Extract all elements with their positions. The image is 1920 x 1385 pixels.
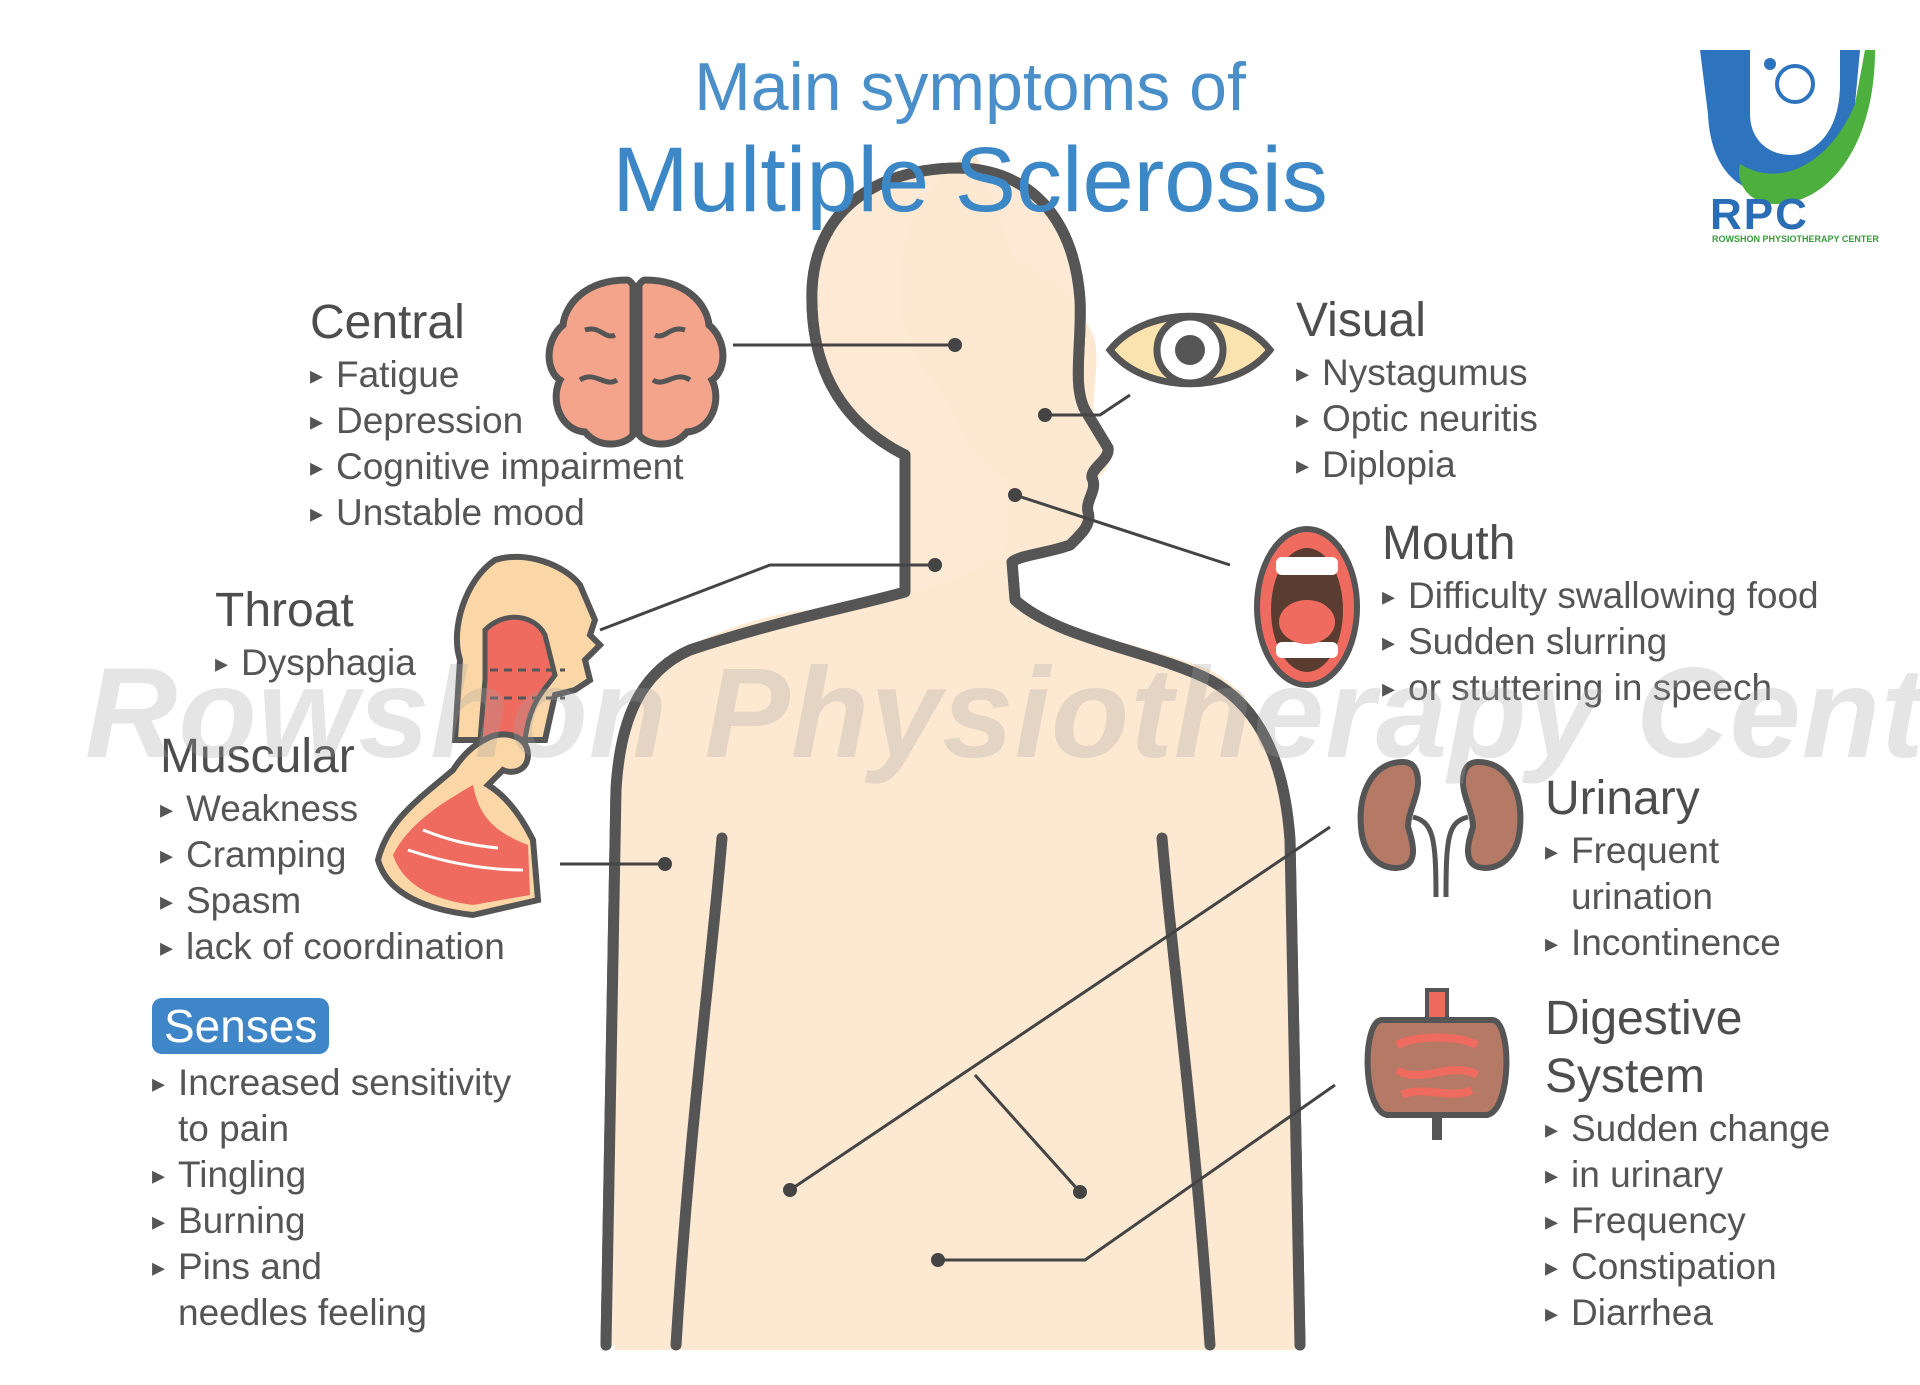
connector-dots	[658, 338, 1087, 1267]
eye-icon	[1105, 312, 1275, 388]
list-item: Diarrhea	[1545, 1290, 1830, 1336]
list-item: Sudden change	[1545, 1106, 1830, 1152]
list-item: to pain	[178, 1108, 290, 1149]
heading-senses-badge: Senses	[152, 998, 330, 1054]
list-item: Frequent	[1545, 828, 1781, 874]
list-item: Unstable mood	[310, 490, 684, 536]
list-item: in urinary	[1545, 1152, 1830, 1198]
heading-muscular: Muscular	[160, 730, 355, 783]
throat-icon	[451, 553, 605, 743]
heading-digestive-line1: Digestive	[1545, 992, 1743, 1045]
heading-visual: Visual	[1296, 294, 1426, 347]
list-item: Burning	[152, 1198, 511, 1244]
list-item: Cramping	[160, 832, 505, 878]
list-item: Fatigue	[310, 352, 684, 398]
watermark: Rowshon Physiotherapy Center	[85, 642, 1920, 785]
logo-subtitle: ROWSHON PHYSIOTHERAPY CENTER	[1712, 234, 1879, 244]
list-item: Sudden slurring	[1382, 619, 1819, 665]
group-urinary: Urinary Frequent urination Incontinence	[1545, 770, 1781, 966]
list-item: Difficulty swallowing food	[1382, 573, 1819, 619]
list-item: Optic neuritis	[1296, 396, 1538, 442]
title-line-2: Multiple Sclerosis	[612, 129, 1328, 231]
mouth-icon	[1254, 526, 1360, 688]
left-arm-line	[670, 832, 728, 1351]
group-central: Central Fatigue Depression Cognitive imp…	[310, 294, 684, 536]
list-item: needles feeling	[178, 1292, 427, 1333]
group-senses: Senses Increased sensitivity to pain Tin…	[152, 998, 511, 1336]
heading-central: Central	[310, 296, 465, 349]
list-item: Frequency	[1545, 1198, 1830, 1244]
list-item: Constipation	[1545, 1244, 1830, 1290]
list-item: Weakness	[160, 786, 505, 832]
list-item: Pins and	[152, 1244, 511, 1290]
list-item: lack of coordination	[160, 924, 505, 970]
group-throat: Throat Dysphagia	[215, 582, 416, 686]
right-arm-line	[1156, 832, 1216, 1351]
intestine-icon	[1364, 988, 1510, 1140]
list-item: urination	[1571, 876, 1713, 917]
title-line-1: Main symptoms of	[694, 49, 1246, 125]
group-digestive: Digestive System Sudden change in urinar…	[1545, 990, 1830, 1336]
list-item: Incontinence	[1545, 920, 1781, 966]
group-mouth: Mouth Difficulty swallowing food Sudden …	[1382, 515, 1819, 711]
logo-text: RPC	[1710, 190, 1809, 239]
group-visual: Visual Nystagumus Optic neuritis Diplopi…	[1296, 292, 1538, 488]
list-item: or stuttering in speech	[1382, 665, 1819, 711]
logo-graphic	[1700, 50, 1875, 204]
connector-lines	[560, 343, 1336, 1262]
kidneys-icon	[1357, 758, 1524, 898]
heading-urinary: Urinary	[1545, 772, 1700, 825]
list-item: Tingling	[152, 1152, 511, 1198]
list-item: Spasm	[160, 878, 505, 924]
heading-digestive-line2: System	[1545, 1050, 1706, 1103]
list-item: Increased sensitivity	[152, 1060, 511, 1106]
list-item: Diplopia	[1296, 442, 1538, 488]
heading-mouth: Mouth	[1382, 517, 1516, 570]
list-item: Nystagumus	[1296, 350, 1538, 396]
list-item: Dysphagia	[215, 640, 416, 686]
group-muscular: Muscular Weakness Cramping Spasm lack of…	[160, 728, 505, 970]
list-item: Cognitive impairment	[310, 444, 684, 490]
heading-throat: Throat	[215, 584, 354, 637]
list-item: Depression	[310, 398, 684, 444]
